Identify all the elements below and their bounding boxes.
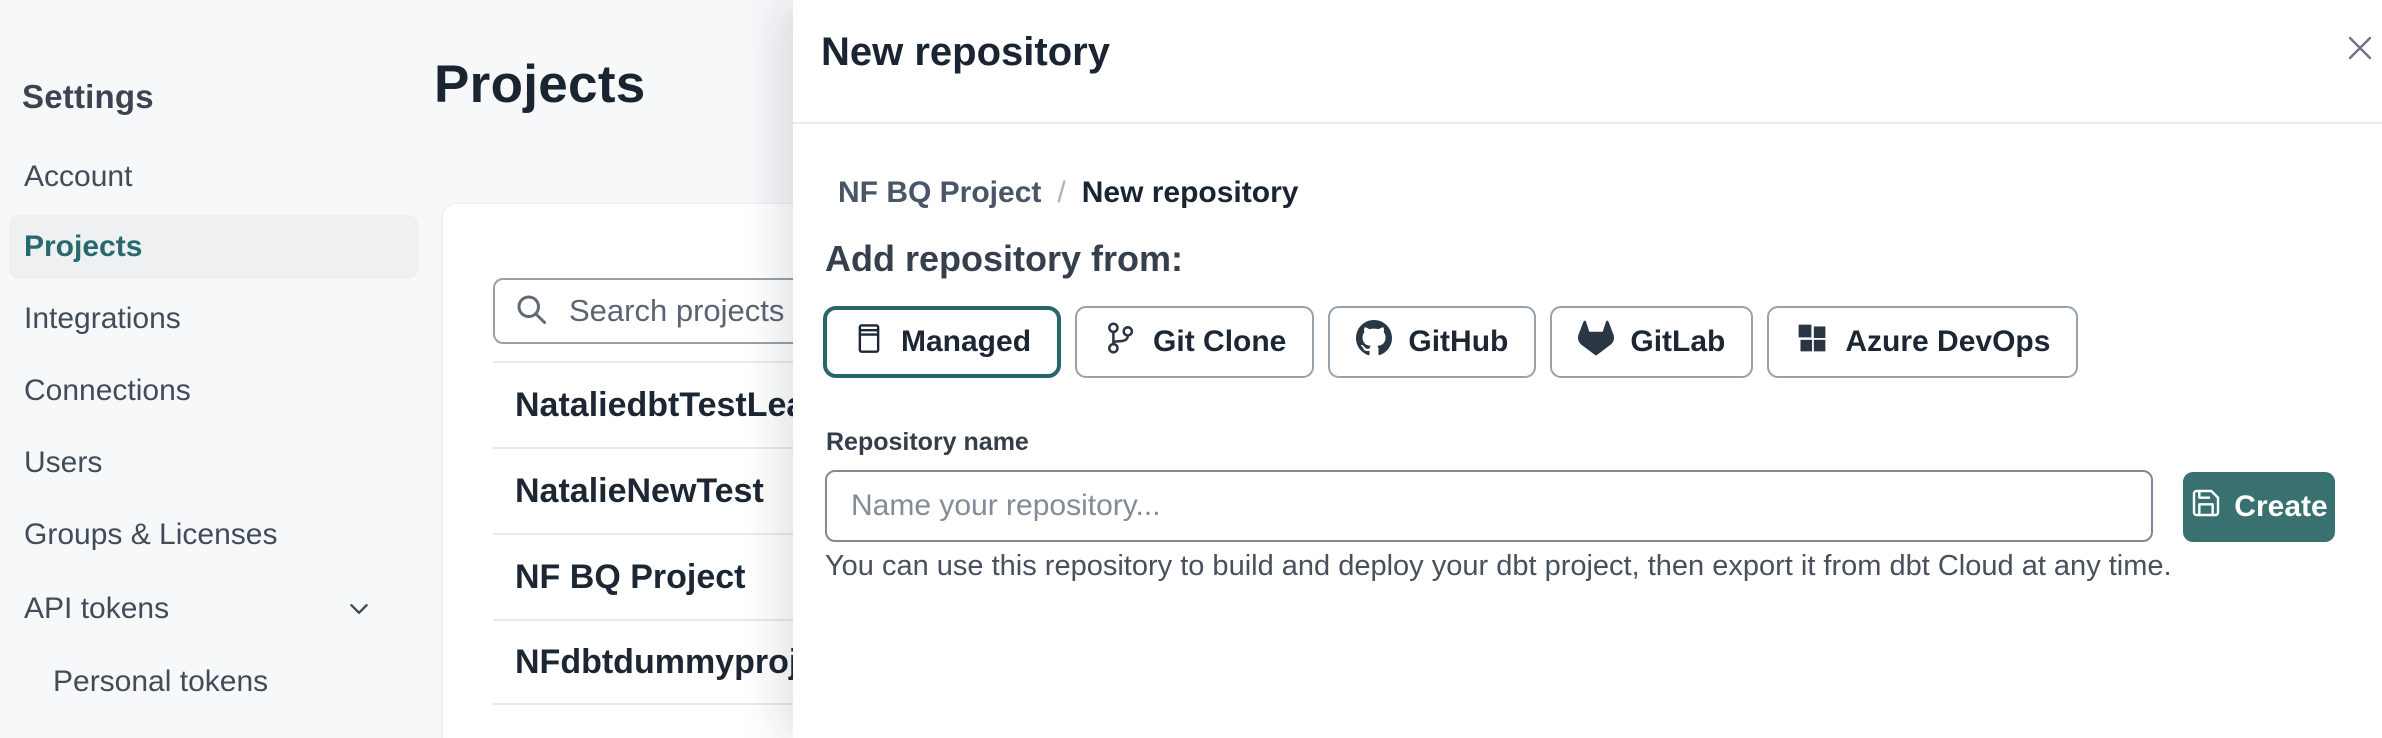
modal-header-divider: [793, 122, 2382, 124]
create-button[interactable]: Create: [2183, 472, 2335, 542]
source-label: GitHub: [1408, 325, 1508, 359]
source-label: GitLab: [1630, 325, 1725, 359]
sidebar-item-account[interactable]: Account: [9, 145, 418, 209]
add-repository-heading: Add repository from:: [825, 238, 1183, 280]
sidebar-item-label: Personal tokens: [53, 665, 268, 699]
azure-devops-icon: [1795, 321, 1829, 363]
new-repository-modal: New repository NF BQ Project / New repos…: [793, 0, 2382, 738]
managed-icon: [853, 320, 885, 364]
chevron-down-icon: [346, 596, 372, 622]
source-label: Git Clone: [1153, 325, 1286, 359]
repository-source-options: Managed Git Clone GitHub GitLab Azure De: [823, 306, 2078, 378]
settings-sidebar: Settings Account Projects Integrations C…: [0, 0, 430, 738]
breadcrumb: NF BQ Project / New repository: [838, 176, 1298, 210]
github-icon: [1356, 320, 1392, 364]
source-label: Managed: [901, 325, 1031, 359]
repository-helper-text: You can use this repository to build and…: [825, 550, 2325, 583]
sidebar-item-label: Projects: [24, 230, 142, 264]
source-azure-devops-button[interactable]: Azure DevOps: [1767, 306, 2078, 378]
sidebar-item-label: Connections: [24, 374, 191, 408]
sidebar-item-label: Account: [24, 160, 132, 194]
sidebar-item-label: Users: [24, 446, 102, 480]
save-icon: [2190, 487, 2222, 527]
sidebar-item-connections[interactable]: Connections: [9, 359, 418, 423]
breadcrumb-separator: /: [1057, 176, 1065, 210]
close-icon[interactable]: [2338, 26, 2382, 70]
source-gitlab-button[interactable]: GitLab: [1550, 306, 1753, 378]
repository-name-label: Repository name: [826, 428, 1029, 457]
sidebar-item-groups-licenses[interactable]: Groups & Licenses: [9, 503, 418, 567]
source-github-button[interactable]: GitHub: [1328, 306, 1536, 378]
source-git-clone-button[interactable]: Git Clone: [1075, 306, 1314, 378]
sidebar-item-projects[interactable]: Projects: [9, 215, 418, 279]
repository-name-input[interactable]: [825, 470, 2153, 542]
project-name[interactable]: NF BQ Project: [515, 558, 745, 597]
breadcrumb-parent[interactable]: NF BQ Project: [838, 176, 1041, 210]
modal-title: New repository: [821, 30, 1110, 75]
source-label: Azure DevOps: [1845, 325, 2050, 359]
search-icon: [513, 291, 569, 332]
sidebar-item-api-tokens[interactable]: API tokens: [9, 577, 418, 641]
sidebar-item-integrations[interactable]: Integrations: [9, 287, 418, 351]
sidebar-title: Settings: [22, 78, 154, 116]
sidebar-item-users[interactable]: Users: [9, 431, 418, 495]
sidebar-item-label: API tokens: [24, 592, 169, 626]
create-button-label: Create: [2234, 490, 2327, 524]
breadcrumb-current: New repository: [1082, 176, 1299, 210]
git-clone-icon: [1103, 320, 1137, 364]
sidebar-item-label: Integrations: [24, 302, 181, 336]
sidebar-item-label: Groups & Licenses: [24, 518, 277, 552]
source-managed-button[interactable]: Managed: [823, 306, 1061, 378]
project-name[interactable]: NatalieNewTest: [515, 472, 764, 511]
page-title: Projects: [434, 54, 646, 115]
sidebar-item-personal-tokens[interactable]: Personal tokens: [9, 650, 418, 714]
gitlab-icon: [1578, 320, 1614, 364]
